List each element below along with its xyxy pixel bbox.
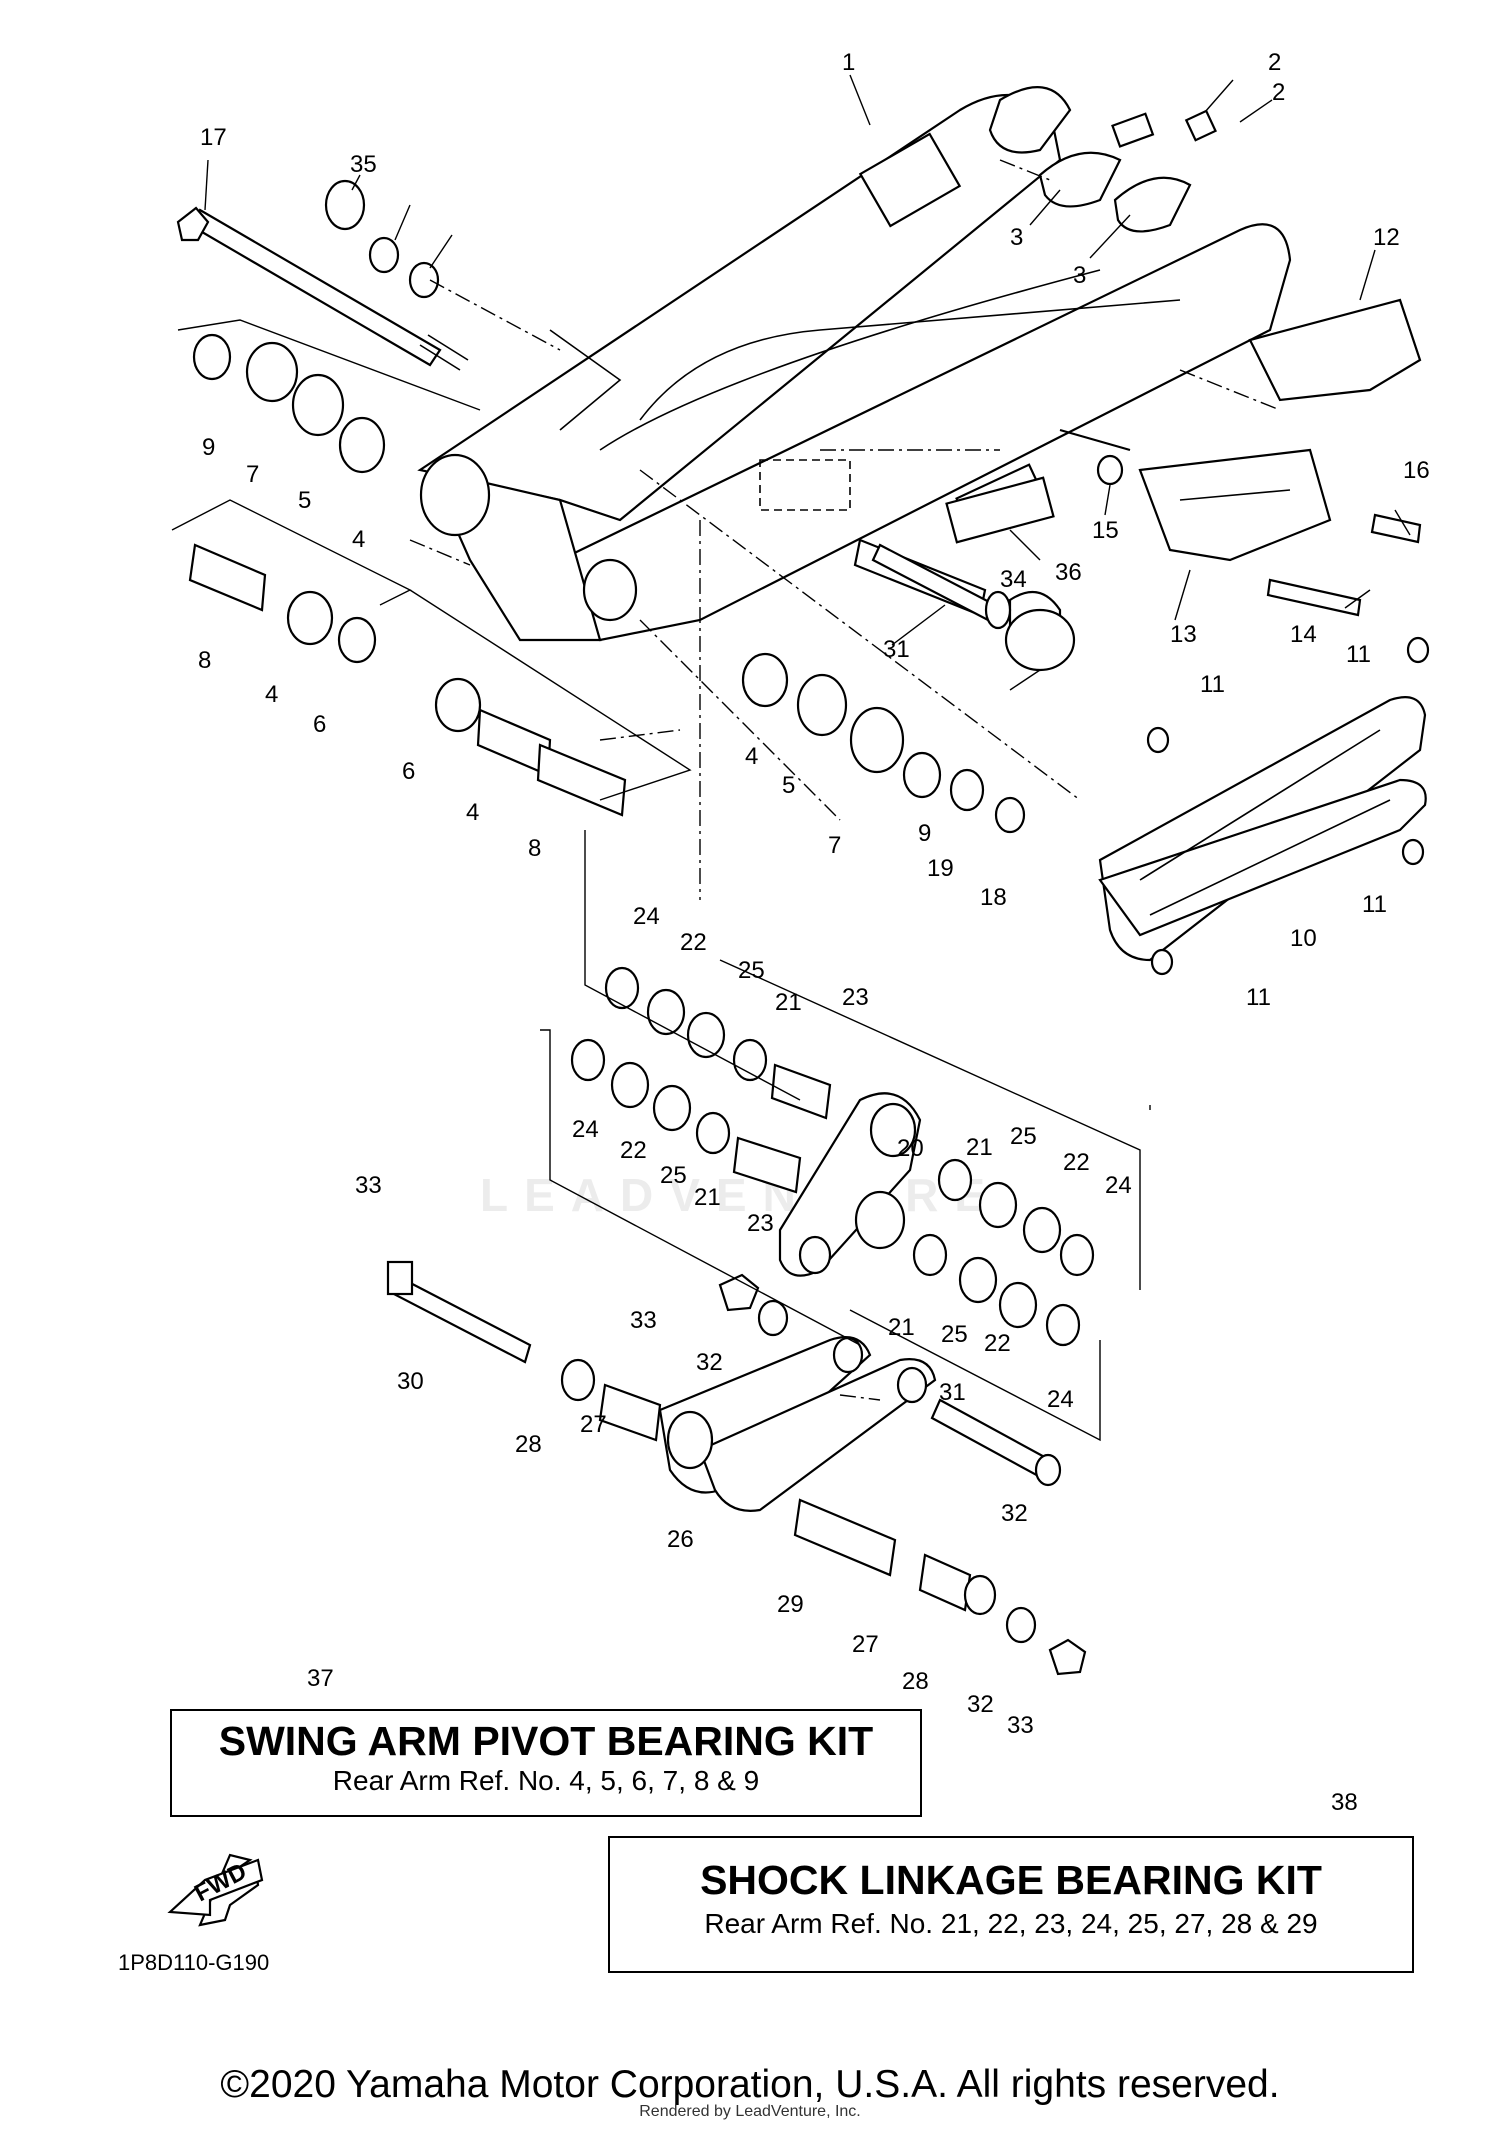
part-callout-7: 7 [246, 461, 259, 488]
kit-ref-number: 37 [307, 1665, 334, 1692]
chain-slider [1098, 636, 1430, 976]
swing-arm-bearing-kit-box: SWING ARM PIVOT BEARING KIT Rear Arm Ref… [170, 1709, 922, 1817]
part-callout-30: 30 [397, 1368, 424, 1395]
kit-ref-number: 38 [1331, 1789, 1358, 1816]
part-callout-22: 22 [680, 929, 707, 956]
part-callout-17: 17 [200, 124, 227, 151]
part-callout-2: 2 [1268, 49, 1281, 76]
pivot-bearings-right [434, 652, 1026, 834]
kit-title: SWING ARM PIVOT BEARING KIT [218, 1718, 874, 1764]
part-callout-18: 18 [980, 884, 1007, 911]
part-callout-24: 24 [633, 903, 660, 930]
part-callout-32: 32 [1001, 1500, 1028, 1527]
fwd-arrow-icon: FWD [167, 1853, 264, 1927]
part-callout-1: 1 [842, 49, 855, 76]
part-callout-23: 23 [842, 984, 869, 1011]
part-callout-22: 22 [1063, 1149, 1090, 1176]
pivot-bolt-upper [871, 543, 1076, 672]
kit-title: SHOCK LINKAGE BEARING KIT [700, 1857, 1322, 1903]
part-callout-21: 21 [694, 1184, 721, 1211]
part-callout-36: 36 [1055, 559, 1082, 586]
part-callout-25: 25 [1010, 1123, 1037, 1150]
part-callout-29: 29 [777, 1591, 804, 1618]
kit-subtitle: Rear Arm Ref. No. 4, 5, 6, 7, 8 & 9 [332, 1765, 760, 1797]
part-callout-11: 11 [1346, 641, 1371, 668]
part-callout-25: 25 [660, 1162, 687, 1189]
part-callout-7: 7 [828, 832, 841, 859]
part-callout-8: 8 [198, 647, 211, 674]
part-callout-33: 33 [1007, 1712, 1034, 1739]
part-callout-33: 33 [630, 1307, 657, 1334]
chain-puller-parts [853, 109, 1422, 645]
part-callout-33: 33 [355, 1172, 382, 1199]
part-callout-32: 32 [967, 1691, 994, 1718]
part-callout-24: 24 [1047, 1386, 1074, 1413]
part-callout-5: 5 [298, 487, 311, 514]
part-callout-3: 3 [1073, 262, 1086, 289]
part-callout-21: 21 [775, 989, 802, 1016]
part-callout-25: 25 [738, 957, 765, 984]
part-callout-10: 10 [1290, 925, 1317, 952]
part-callout-4: 4 [745, 743, 758, 770]
part-callout-19: 19 [927, 855, 954, 882]
part-callout-5: 5 [782, 772, 795, 799]
part-callout-4: 4 [466, 799, 479, 826]
part-callout-11: 11 [1362, 891, 1387, 918]
part-callout-22: 22 [984, 1330, 1011, 1357]
part-callout-22: 22 [620, 1137, 647, 1164]
part-callout-28: 28 [902, 1668, 929, 1695]
rendered-by-notice: Rendered by LeadVenture, Inc. [639, 2103, 861, 2120]
pivot-shaft [176, 206, 469, 371]
kit-subtitle: Rear Arm Ref. No. 21, 22, 23, 24, 25, 27… [704, 1908, 1318, 1940]
part-callout-31: 31 [883, 636, 910, 663]
relay-arm [778, 1092, 922, 1277]
part-callout-2: 2 [1272, 79, 1285, 106]
part-callout-13: 13 [1170, 621, 1197, 648]
part-callout-31: 31 [939, 1379, 966, 1406]
callout-leaders [204, 74, 1411, 691]
part-callout-28: 28 [515, 1431, 542, 1458]
dash-dot-lines [409, 159, 1281, 1401]
part-callout-25: 25 [941, 1321, 968, 1348]
shock-linkage-bearing-kit-box: SHOCK LINKAGE BEARING KIT Rear Arm Ref. … [608, 1836, 1414, 1973]
group-brackets [171, 319, 1151, 1442]
part-callout-6: 6 [313, 711, 326, 738]
diagram-reference-code: 1P8D110-G190 [118, 1950, 270, 1975]
part-callout-20: 20 [897, 1135, 924, 1162]
swing-arm [417, 86, 1292, 642]
part-callout-16: 16 [1403, 457, 1430, 484]
part-callout-8: 8 [528, 835, 541, 862]
connecting-rod [386, 1260, 1087, 1676]
pivot-bearings-left [188, 179, 440, 664]
part-callout-24: 24 [1105, 1172, 1132, 1199]
linkage-bearings-right [912, 1158, 1095, 1347]
part-callout-34: 34 [1000, 566, 1027, 593]
part-callout-9: 9 [918, 820, 931, 847]
part-callout-6: 6 [402, 758, 415, 785]
part-callout-24: 24 [572, 1116, 599, 1143]
part-callout-27: 27 [580, 1411, 607, 1438]
part-callout-21: 21 [966, 1134, 993, 1161]
copyright-notice: ©2020 Yamaha Motor Corporation, U.S.A. A… [220, 2063, 1280, 2106]
part-callout-26: 26 [667, 1526, 694, 1553]
part-callout-32: 32 [696, 1349, 723, 1376]
part-callout-12: 12 [1373, 224, 1400, 251]
part-callout-9: 9 [202, 434, 215, 461]
part-callout-11: 11 [1200, 671, 1225, 698]
part-callout-3: 3 [1010, 224, 1023, 251]
part-callout-35: 35 [350, 151, 377, 178]
part-callout-4: 4 [352, 526, 365, 553]
part-callout-4: 4 [265, 681, 278, 708]
part-callout-27: 27 [852, 1631, 879, 1658]
part-callout-21: 21 [888, 1314, 915, 1341]
part-callout-23: 23 [747, 1210, 774, 1237]
part-callout-15: 15 [1092, 517, 1119, 544]
part-callout-11: 11 [1246, 984, 1271, 1011]
part-callout-14: 14 [1290, 621, 1317, 648]
